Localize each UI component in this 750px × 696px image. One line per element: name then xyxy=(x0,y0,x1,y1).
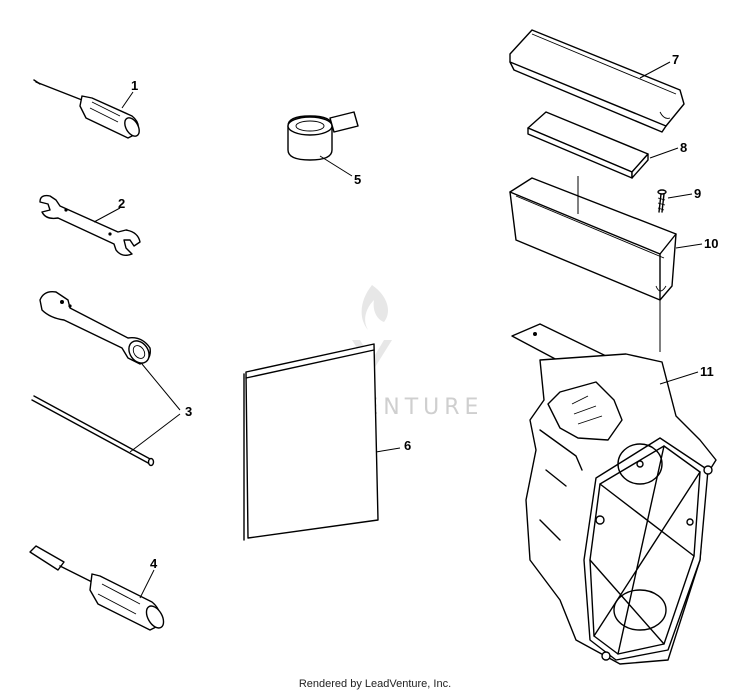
part-6-owners-manual: 6 xyxy=(243,343,411,541)
part-10-toolbox-tray: 10 xyxy=(509,176,718,301)
callout-1: 1 xyxy=(131,78,138,93)
callout-9: 9 xyxy=(694,186,701,201)
footer-credit: Rendered by LeadVenture, Inc. xyxy=(298,678,452,690)
callout-2: 2 xyxy=(118,196,125,211)
callout-5: 5 xyxy=(354,172,361,187)
part-9-screw: 9 xyxy=(657,186,701,213)
part-1-screwdriver: 1 xyxy=(33,78,140,139)
callout-7: 7 xyxy=(672,52,679,67)
part-3-box-wrench: 3 xyxy=(31,290,192,467)
callout-8: 8 xyxy=(680,140,687,155)
part-5-tape-roll: 5 xyxy=(287,111,361,187)
callout-10: 10 xyxy=(704,236,718,251)
callout-3: 3 xyxy=(185,404,192,419)
callout-11: 11 xyxy=(700,364,714,379)
part-8-foam-insert: 8 xyxy=(527,111,687,179)
part-4-screwdriver: 4 xyxy=(29,545,165,631)
part-7-toolbox-lid: 7 xyxy=(509,29,685,133)
part-2-wrench: 2 xyxy=(39,194,141,257)
part-11-air-box-housing: 11 xyxy=(511,300,717,665)
callout-4: 4 xyxy=(150,556,158,571)
callout-6: 6 xyxy=(404,438,411,453)
